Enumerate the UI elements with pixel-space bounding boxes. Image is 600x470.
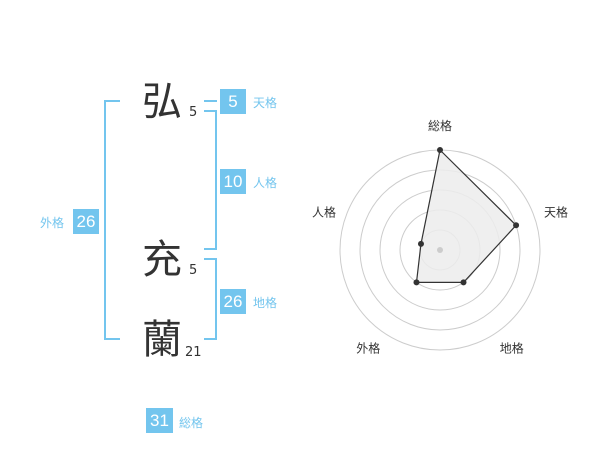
jinkaku-label: 人格 <box>253 176 278 190</box>
stroke-count-1: 5 <box>189 105 198 120</box>
jinkaku-bracket <box>204 110 217 250</box>
radar-point-3 <box>460 279 467 286</box>
tenkaku-tick <box>204 100 217 102</box>
radar-series-area <box>415 148 517 283</box>
radar-center-dot <box>437 247 443 253</box>
name-char-1: 弘 <box>142 79 182 125</box>
radar-point-2 <box>513 222 520 229</box>
radar-axis-label: 地格 <box>500 341 524 356</box>
chikaku-label: 地格 <box>253 296 278 310</box>
radar-point-4 <box>413 279 420 286</box>
soukaku-label: 総格 <box>179 416 204 430</box>
radar-point-5 <box>417 240 424 247</box>
name-char-2: 充 <box>142 237 182 283</box>
chikaku-value: 26 <box>220 289 246 314</box>
stroke-count-2: 5 <box>189 263 198 278</box>
gaikaku-bracket <box>104 100 120 340</box>
jinkaku-value: 10 <box>220 169 246 194</box>
stroke-count-3: 21 <box>185 345 202 360</box>
tenkaku-value: 5 <box>220 89 246 114</box>
gaikaku-value: 26 <box>73 209 99 234</box>
gaikaku-label: 外格 <box>40 216 65 230</box>
radar-axis-label: 外格 <box>356 341 380 356</box>
radar-point-1 <box>437 147 443 153</box>
soukaku-value: 31 <box>146 408 173 433</box>
radar-axis-label: 総格 <box>428 118 452 133</box>
radar-axis-label: 天格 <box>544 204 568 219</box>
chikaku-bracket <box>204 258 217 340</box>
radar-axis-label: 人格 <box>312 204 336 219</box>
name-char-3: 蘭 <box>142 317 182 363</box>
tenkaku-label: 天格 <box>253 96 278 110</box>
